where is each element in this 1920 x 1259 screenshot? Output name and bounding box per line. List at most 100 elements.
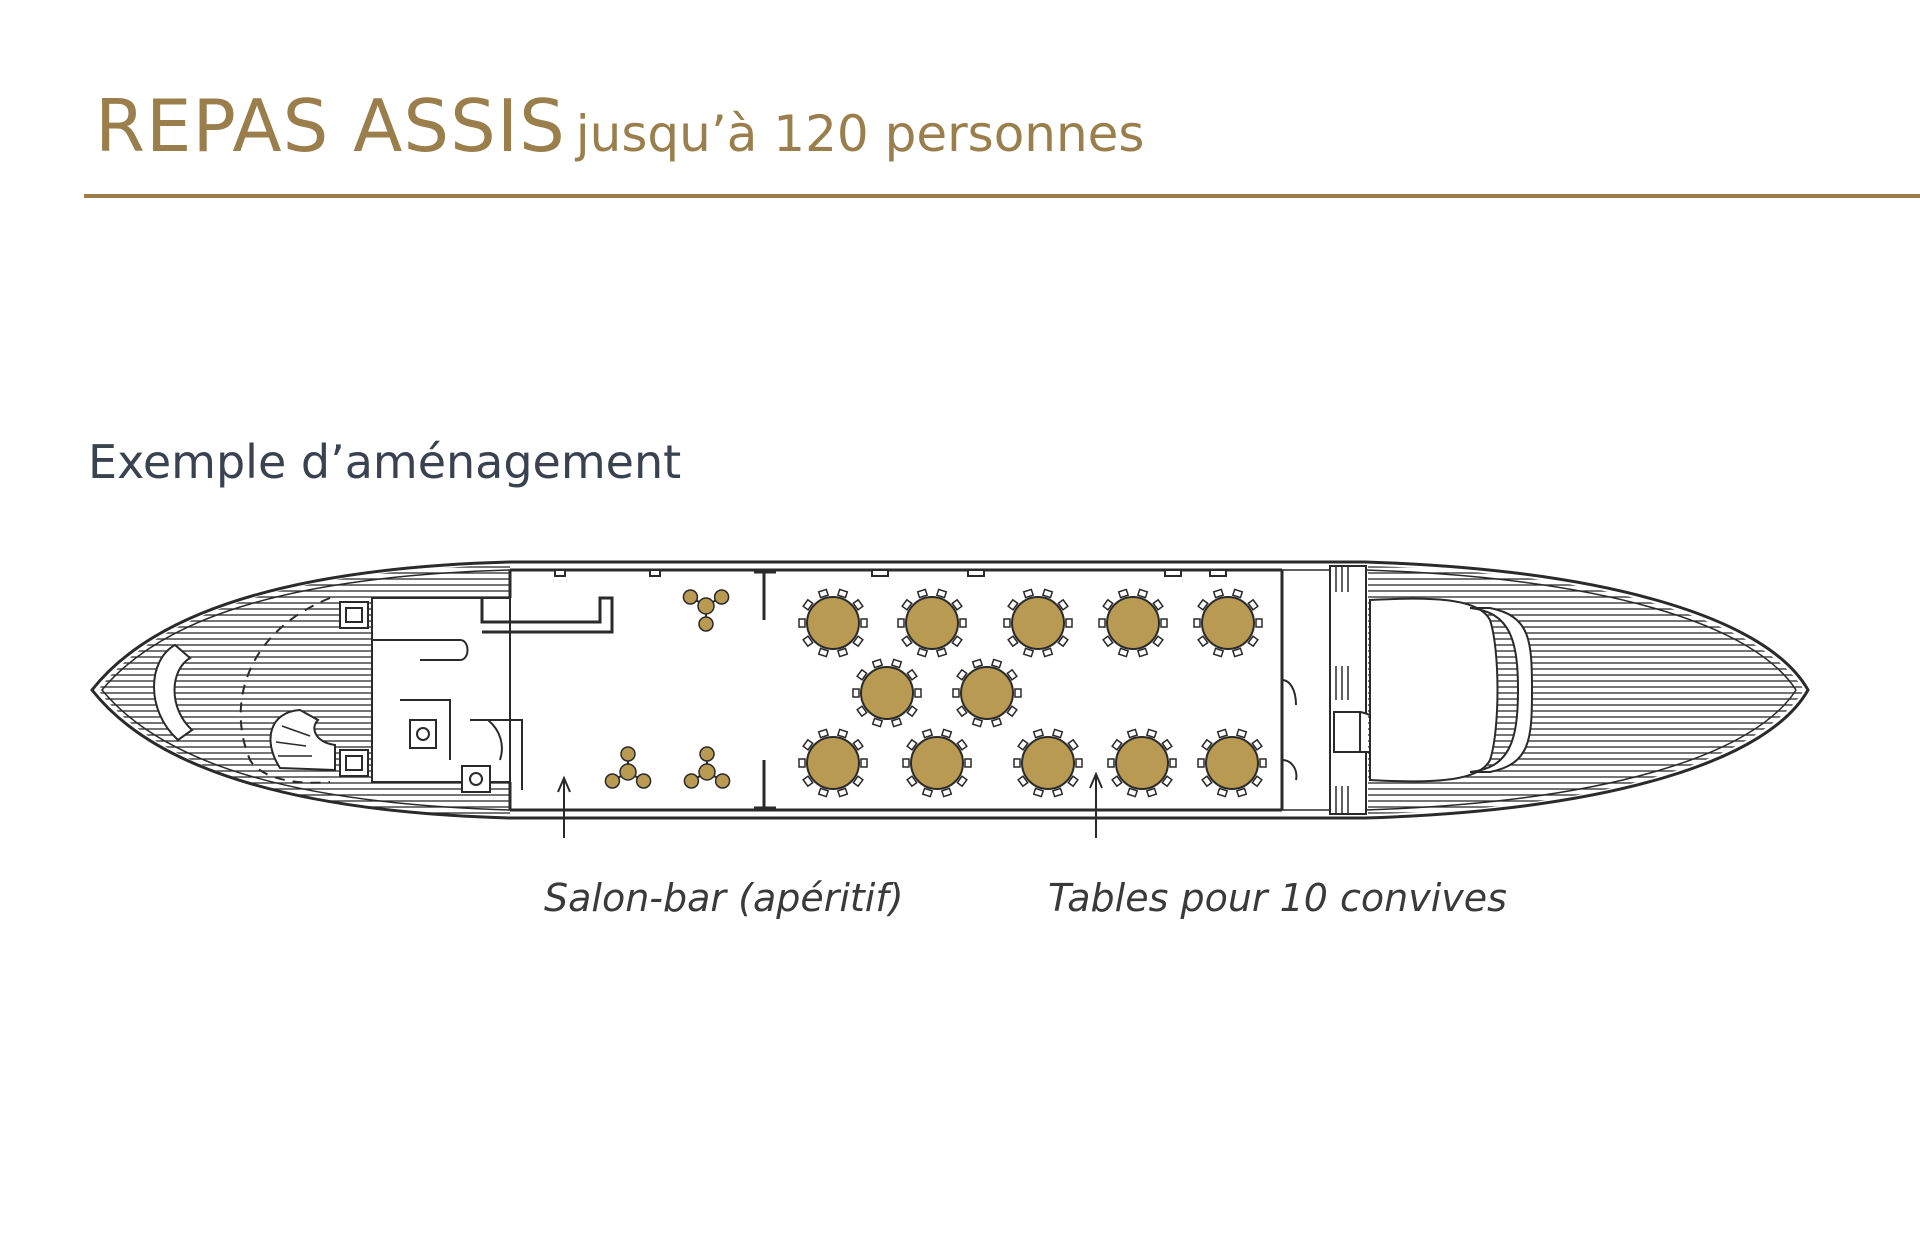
stool bbox=[682, 589, 699, 605]
chair bbox=[940, 787, 953, 798]
chair bbox=[1161, 738, 1173, 751]
chair bbox=[971, 658, 984, 669]
chair bbox=[852, 738, 864, 751]
chair bbox=[1117, 647, 1130, 658]
chair bbox=[1255, 618, 1263, 628]
chair bbox=[1032, 787, 1045, 798]
chair bbox=[935, 588, 948, 599]
cocktail-table bbox=[683, 746, 731, 789]
chair bbox=[817, 647, 830, 658]
chair bbox=[1067, 738, 1079, 751]
chair bbox=[1216, 787, 1229, 798]
chair bbox=[1107, 758, 1115, 768]
chair bbox=[890, 717, 903, 728]
stool bbox=[604, 773, 621, 789]
chair bbox=[871, 717, 884, 728]
chair bbox=[964, 758, 972, 768]
chair bbox=[906, 668, 918, 681]
chair bbox=[940, 728, 953, 739]
chair bbox=[1161, 775, 1173, 788]
round-table bbox=[1098, 588, 1168, 658]
chair bbox=[856, 705, 868, 718]
table-top bbox=[1021, 736, 1075, 790]
chair bbox=[914, 688, 922, 698]
table-top bbox=[905, 596, 959, 650]
chair bbox=[921, 787, 934, 798]
chair bbox=[890, 658, 903, 669]
chair bbox=[817, 787, 830, 798]
chair bbox=[836, 728, 849, 739]
boat-floor-plan bbox=[90, 560, 1810, 838]
chair bbox=[1160, 618, 1168, 628]
chair bbox=[817, 588, 830, 599]
chair bbox=[1247, 635, 1259, 648]
chair bbox=[902, 758, 910, 768]
chair bbox=[1212, 647, 1225, 658]
chair bbox=[1145, 728, 1158, 739]
chair bbox=[860, 758, 868, 768]
wheelhouse-console bbox=[1469, 607, 1534, 773]
chair bbox=[852, 598, 864, 611]
round-table bbox=[897, 588, 967, 658]
chair bbox=[1197, 758, 1205, 768]
main-salon-walls bbox=[480, 568, 1298, 812]
chair bbox=[956, 775, 968, 788]
stool bbox=[620, 746, 636, 762]
chair bbox=[1197, 635, 1209, 648]
chair bbox=[802, 635, 814, 648]
round-table bbox=[1107, 728, 1177, 798]
service-boxes bbox=[339, 601, 491, 793]
section-title: Exemple d’aménagement bbox=[88, 435, 682, 489]
chair bbox=[802, 598, 814, 611]
chair bbox=[1041, 647, 1054, 658]
chair bbox=[1231, 588, 1244, 599]
chair bbox=[1152, 635, 1164, 648]
curved-bench bbox=[153, 643, 194, 742]
chair bbox=[1169, 758, 1177, 768]
table-top bbox=[806, 736, 860, 790]
table-top bbox=[619, 763, 637, 781]
chair bbox=[916, 647, 929, 658]
chair bbox=[836, 787, 849, 798]
chair bbox=[1057, 598, 1069, 611]
table-top bbox=[698, 763, 716, 781]
stool bbox=[635, 773, 652, 789]
chair bbox=[959, 618, 967, 628]
chair bbox=[1022, 588, 1035, 599]
chair bbox=[916, 588, 929, 599]
chair bbox=[1057, 635, 1069, 648]
chair bbox=[802, 738, 814, 751]
chair bbox=[1111, 738, 1123, 751]
chair bbox=[1216, 728, 1229, 739]
chair bbox=[1259, 758, 1267, 768]
chair bbox=[817, 728, 830, 739]
chair bbox=[1145, 787, 1158, 798]
round-table bbox=[1193, 588, 1263, 658]
table-top bbox=[1115, 736, 1169, 790]
table-top bbox=[860, 666, 914, 720]
round-table bbox=[1013, 728, 1083, 798]
round-table bbox=[1197, 728, 1267, 798]
chair bbox=[921, 728, 934, 739]
stool bbox=[713, 589, 730, 605]
chair bbox=[1102, 598, 1114, 611]
chair bbox=[951, 635, 963, 648]
page-subtitle: jusqu’à 120 personnes bbox=[575, 105, 1145, 163]
header-divider bbox=[84, 194, 1920, 198]
chair bbox=[956, 668, 968, 681]
chair bbox=[956, 738, 968, 751]
chair bbox=[1231, 647, 1244, 658]
chair bbox=[1098, 618, 1106, 628]
chair bbox=[1017, 738, 1029, 751]
chair bbox=[1051, 787, 1064, 798]
chair bbox=[990, 717, 1003, 728]
table-top bbox=[1205, 736, 1259, 790]
table-top bbox=[697, 597, 715, 615]
chair bbox=[836, 647, 849, 658]
chair bbox=[1075, 758, 1083, 768]
chair bbox=[871, 658, 884, 669]
chair bbox=[901, 598, 913, 611]
chair bbox=[1193, 618, 1201, 628]
table-top bbox=[960, 666, 1014, 720]
